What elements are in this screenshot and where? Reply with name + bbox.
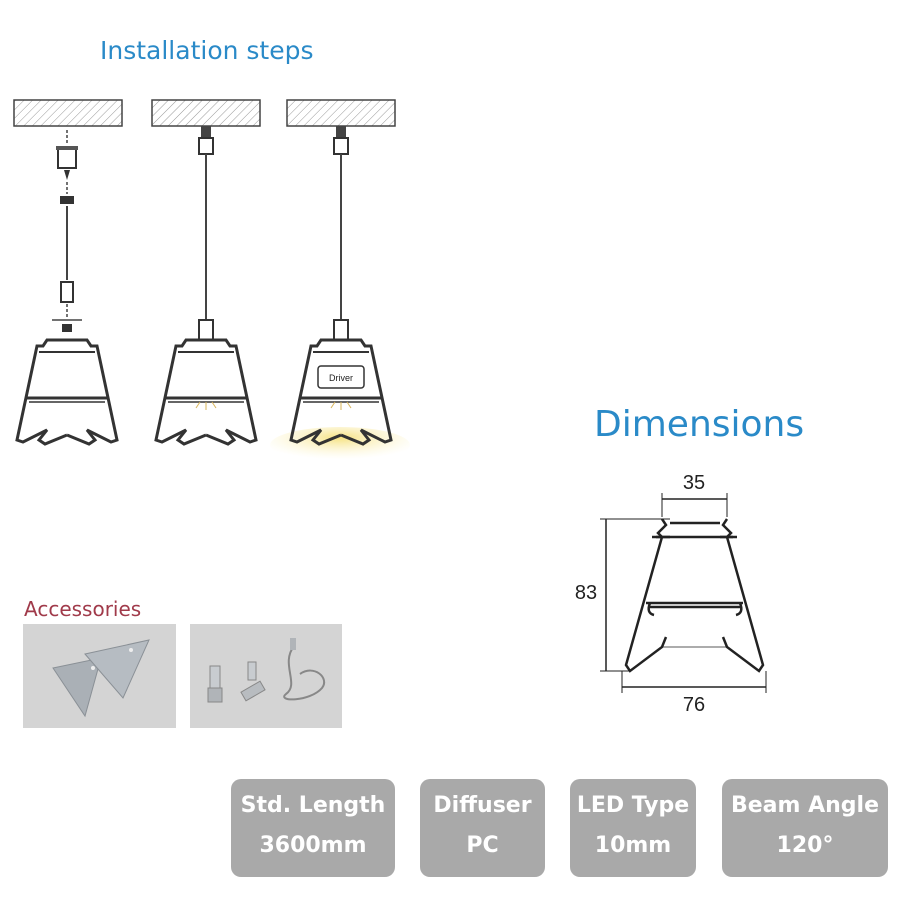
spec-label: Diffuser [433,793,532,818]
spec-value: PC [466,833,499,858]
install-step-3: Driver [270,99,410,463]
spec-led-type: LED Type 10mm [570,779,696,877]
spec-label: Std. Length [240,793,386,818]
install-step-2 [151,99,261,446]
spec-value: 120° [776,833,834,858]
dimensions-diagram: 35 83 76 [575,472,767,716]
spec-value: 3600mm [259,833,367,858]
height-label: 83 [575,582,597,604]
spec-std-length: Std. Length 3600mm [231,779,395,877]
bottom-width-label: 76 [683,694,705,716]
spec-diffuser: Diffuser PC [420,779,545,877]
installation-steps-title: Installation steps [100,36,314,65]
spec-beam-angle: Beam Angle 120° [722,779,888,877]
accessory-photo-suspension-kit [190,624,342,728]
installation-diagram: Driver [13,99,410,463]
spec-label: LED Type [576,793,690,818]
spec-value: 10mm [594,833,672,858]
accessories-title: Accessories [24,597,142,621]
driver-label: Driver [329,373,353,383]
accessory-photo-end-caps [23,624,176,728]
dimensions-title: Dimensions [594,404,805,445]
spec-label: Beam Angle [730,793,880,818]
top-width-label: 35 [683,472,705,494]
install-step-1 [13,99,123,446]
